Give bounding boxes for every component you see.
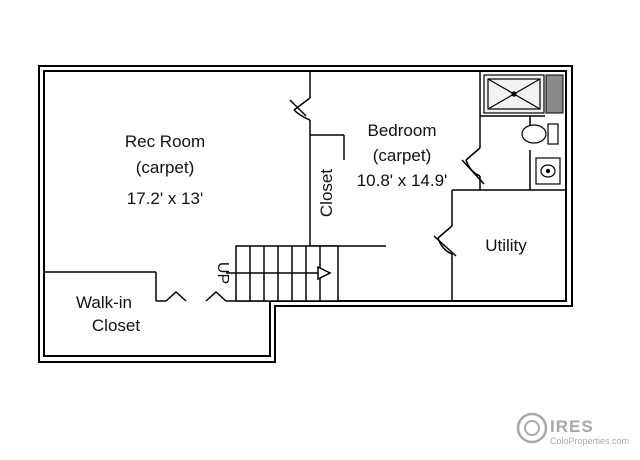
utility-door-leaf <box>433 235 457 257</box>
walkin-closet-line2: Closet <box>92 316 140 335</box>
bedroom-door-leaf <box>461 159 485 185</box>
watermark-brand: IRES <box>550 417 594 436</box>
rec-room-door-leaf <box>289 99 307 117</box>
watermark-source: ColoProperties.com <box>550 436 629 446</box>
bedroom-name: Bedroom <box>368 121 437 140</box>
closet-label: Closet <box>317 169 336 217</box>
bedroom-floor: (carpet) <box>373 146 432 165</box>
closet-bifold-door-1 <box>165 290 187 302</box>
rec-room-door <box>293 97 311 121</box>
toilet <box>521 123 559 145</box>
sink <box>535 157 561 185</box>
watermark: IRES ColoProperties.com <box>516 412 629 446</box>
rec-room-floor: (carpet) <box>136 158 195 177</box>
ires-logo-icon <box>516 412 548 444</box>
closet-bifold-door-2 <box>205 290 227 302</box>
stair-arrowhead <box>317 265 332 281</box>
wall-cabinet <box>545 74 564 114</box>
doors <box>165 97 485 302</box>
walkin-closet-line1: Walk-in <box>76 293 132 312</box>
stairs-up-label: UP <box>214 262 231 284</box>
rec-room-name: Rec Room <box>125 132 205 151</box>
interior-walls <box>44 71 566 302</box>
rec-room-dims: 17.2' x 13' <box>127 189 203 208</box>
shower <box>483 74 545 114</box>
stairs <box>226 245 339 302</box>
bedroom-dims: 10.8' x 14.9' <box>357 171 448 190</box>
utility-label: Utility <box>485 236 527 255</box>
